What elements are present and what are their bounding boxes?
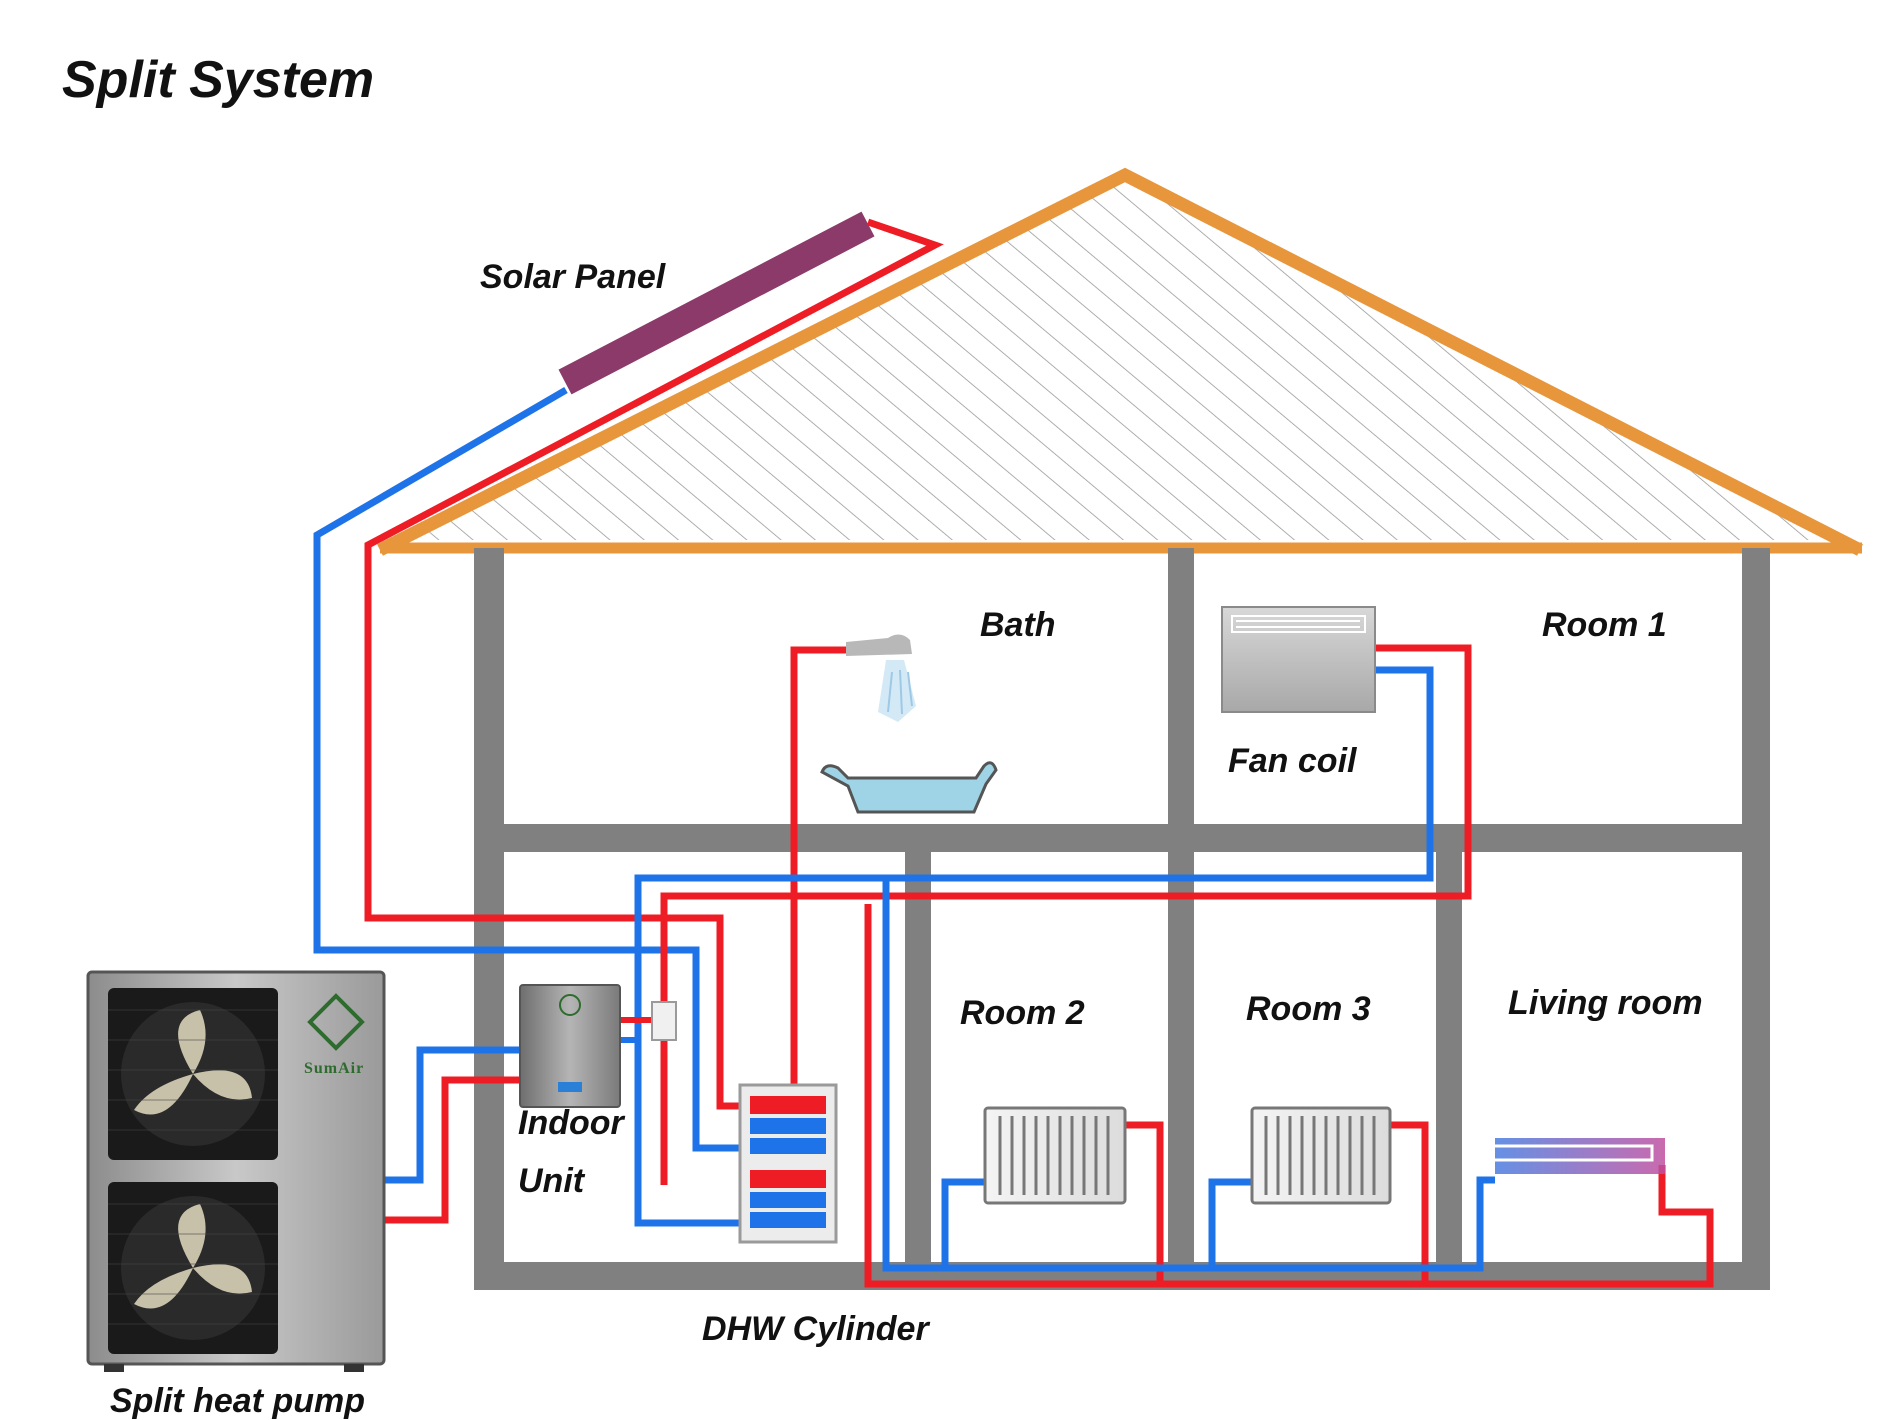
floor-heating-coil [1495,1138,1665,1174]
indoor-label: Indoor [518,1104,624,1142]
room2-radiator-cold [941,1178,985,1268]
bath-hot-pipe [790,646,852,1085]
solar-cold-pipe [313,386,750,1152]
room3-radiator-cold [1208,1178,1252,1268]
brand-logo-icon [307,993,365,1051]
split-heat-pump-icon [86,970,386,1372]
fan-coil-label: Fan coil [1228,742,1357,780]
heating-hot-main [660,644,1472,1185]
valve [651,1001,677,1041]
brand-logo-text: SumAir [304,1060,365,1077]
room2-radiator-icon [983,1106,1127,1205]
roof-outline [377,167,1863,556]
split-heat-pump-label: Split heat pump [110,1382,365,1420]
unit-label: Unit [518,1162,585,1200]
living-room-label: Living room [1508,984,1703,1022]
roof-hatch [395,178,1855,540]
outdoor-hot-pipe [384,1076,520,1224]
bathtub-icon [820,761,998,814]
room3-radiator-icon [1250,1106,1392,1205]
room2-label: Room 2 [960,994,1085,1032]
indoor-unit-icon [519,984,621,1108]
dhw-cylinder-icon [738,1083,838,1244]
room2-radiator-hot [1125,1121,1164,1284]
fan-coil-icon [1221,606,1376,713]
solar-hot-pipe [364,218,944,1110]
solar-panel [558,211,875,395]
heating-cold-return-bus [882,878,1495,1272]
heating-cold-main [634,666,1434,1227]
shower-icon [846,634,916,722]
heating-hot-return-bus [864,904,1714,1288]
room3-label: Room 3 [1246,990,1371,1028]
outdoor-cold-pipe [384,1046,520,1184]
bath-label: Bath [980,606,1056,644]
page-title: Split System [62,51,375,109]
dhw-cylinder-label: DHW Cylinder [702,1310,929,1348]
room3-radiator-hot [1390,1121,1429,1284]
solar-panel-label: Solar Panel [480,258,666,296]
room1-label: Room 1 [1542,606,1667,644]
